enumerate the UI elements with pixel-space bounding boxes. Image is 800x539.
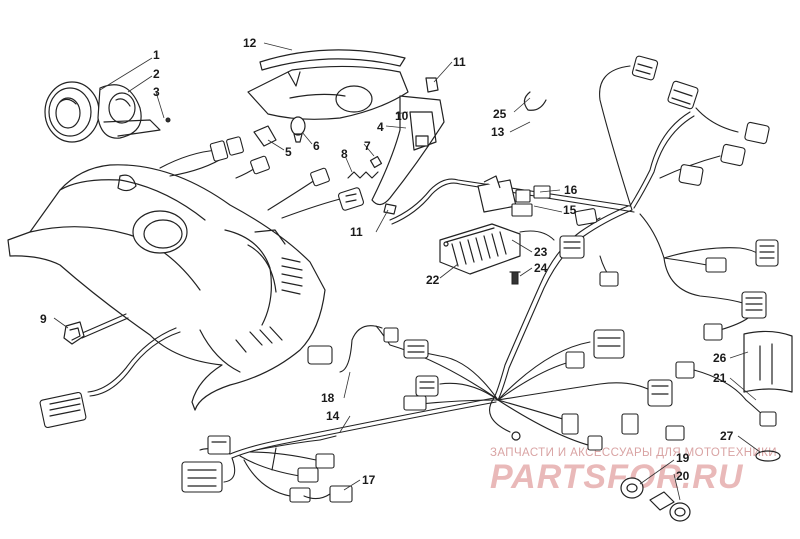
callout-16: 16 [564,183,578,197]
leader-lines [53,42,761,501]
watermark: ЗАПЧАСТИ И АКСЕССУАРЫ ДЛЯ МОТОТЕХНИКИ PA… [490,447,777,496]
voltage-regulator [439,223,521,275]
relay-connector [511,203,533,217]
callout-14: 14 [326,409,340,423]
callout-12: 12 [243,36,257,50]
callout-7: 7 [364,139,371,153]
callout-24: 24 [534,261,548,275]
lower-connector-group [181,435,353,503]
callout-21: 21 [713,371,727,385]
headlight-housing [97,84,142,139]
callout-9: 9 [40,312,47,326]
callout-18: 18 [321,391,335,405]
switch [415,135,429,147]
callout-labels: 1 2 3 4 5 6 7 8 9 10 11 11 12 13 14 15 1… [40,36,734,487]
sensor [63,313,129,345]
headlight-assembly [44,81,171,143]
dash-cover [247,49,445,215]
callout-17: 17 [362,473,376,487]
clip-upper [425,77,439,93]
regulator-connector [559,235,585,259]
lower-harness [229,325,777,459]
callout-23: 23 [534,245,548,259]
grommet [620,477,644,499]
trim-strip [259,49,406,71]
dash-bulb-housing [335,85,373,113]
callout-6: 6 [313,139,320,153]
lower-lead [39,327,181,429]
bushing [669,502,691,522]
regulator-bolt [511,271,519,285]
socket-and-bulb [253,116,306,147]
gauge-opening [132,210,188,254]
hood-harness [159,136,365,219]
hood-vent [117,174,137,192]
callout-13: 13 [491,125,505,139]
callout-22: 22 [426,273,440,287]
bottom-fittings [620,477,691,522]
hood-panel [7,164,326,411]
callout-27: 27 [720,429,734,443]
callout-1: 1 [153,48,160,62]
spring [347,171,379,179]
watermark-tagline: ЗАПЧАСТИ И АКСЕССУАРЫ ДЛЯ МОТОТЕХНИКИ [490,447,777,459]
callout-25: 25 [493,107,507,121]
callout-2: 2 [153,67,160,81]
callout-11-lower: 11 [350,225,363,239]
callout-20: 20 [676,469,690,483]
grille-fins [235,257,303,353]
callout-19: 19 [676,451,690,465]
wire-clip [523,91,547,111]
watermark-brand: PARTSFOR.RU [490,458,744,496]
callout-8: 8 [341,147,348,161]
bulb-socket [253,125,277,147]
bulb [290,116,306,136]
clip-lower [383,203,397,215]
callout-26: 26 [713,351,727,365]
harness-connector-18 [307,345,333,365]
headlight-ring [103,119,161,137]
fastener [369,155,383,169]
headlight-screw [165,117,171,123]
relay-cluster [439,175,585,285]
spring-part [347,155,383,179]
callout-3: 3 [153,85,160,99]
callout-11-upper: 11 [453,55,466,69]
ring-clip [755,450,781,462]
callout-10: 10 [395,109,409,123]
callout-15: 15 [563,203,577,217]
main-harness [389,55,779,401]
callout-5: 5 [285,145,292,159]
protective-sleeve [743,330,793,393]
callout-4: 4 [377,120,384,134]
